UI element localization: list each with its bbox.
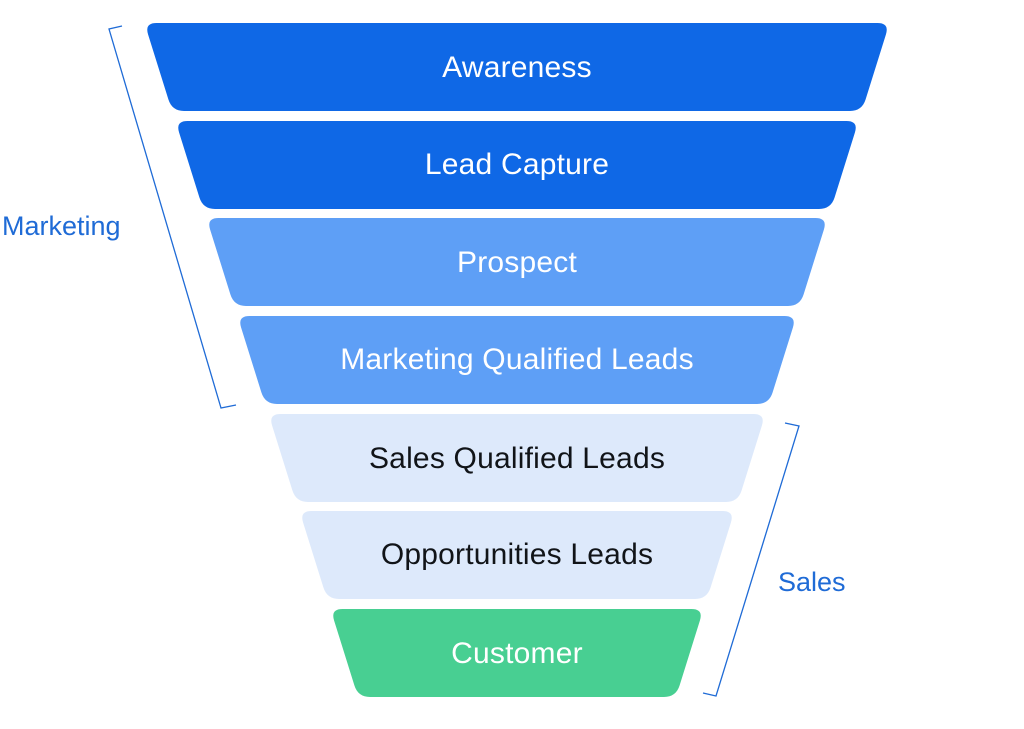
funnel-stage-prospect: [209, 218, 825, 306]
funnel-stage-lead-capture: [178, 121, 856, 209]
funnel-stage-sales-qualified-leads: [271, 414, 763, 502]
funnel-stage-shapes: [147, 23, 887, 697]
funnel-stage-opportunities-leads: [302, 511, 732, 599]
funnel-stage-customer: [333, 609, 701, 697]
marketing-bracket: [108, 25, 237, 409]
sales-bracket: [702, 422, 800, 697]
funnel-stage-awareness: [147, 23, 887, 111]
funnel-stage-marketing-qualified-leads: [240, 316, 794, 404]
